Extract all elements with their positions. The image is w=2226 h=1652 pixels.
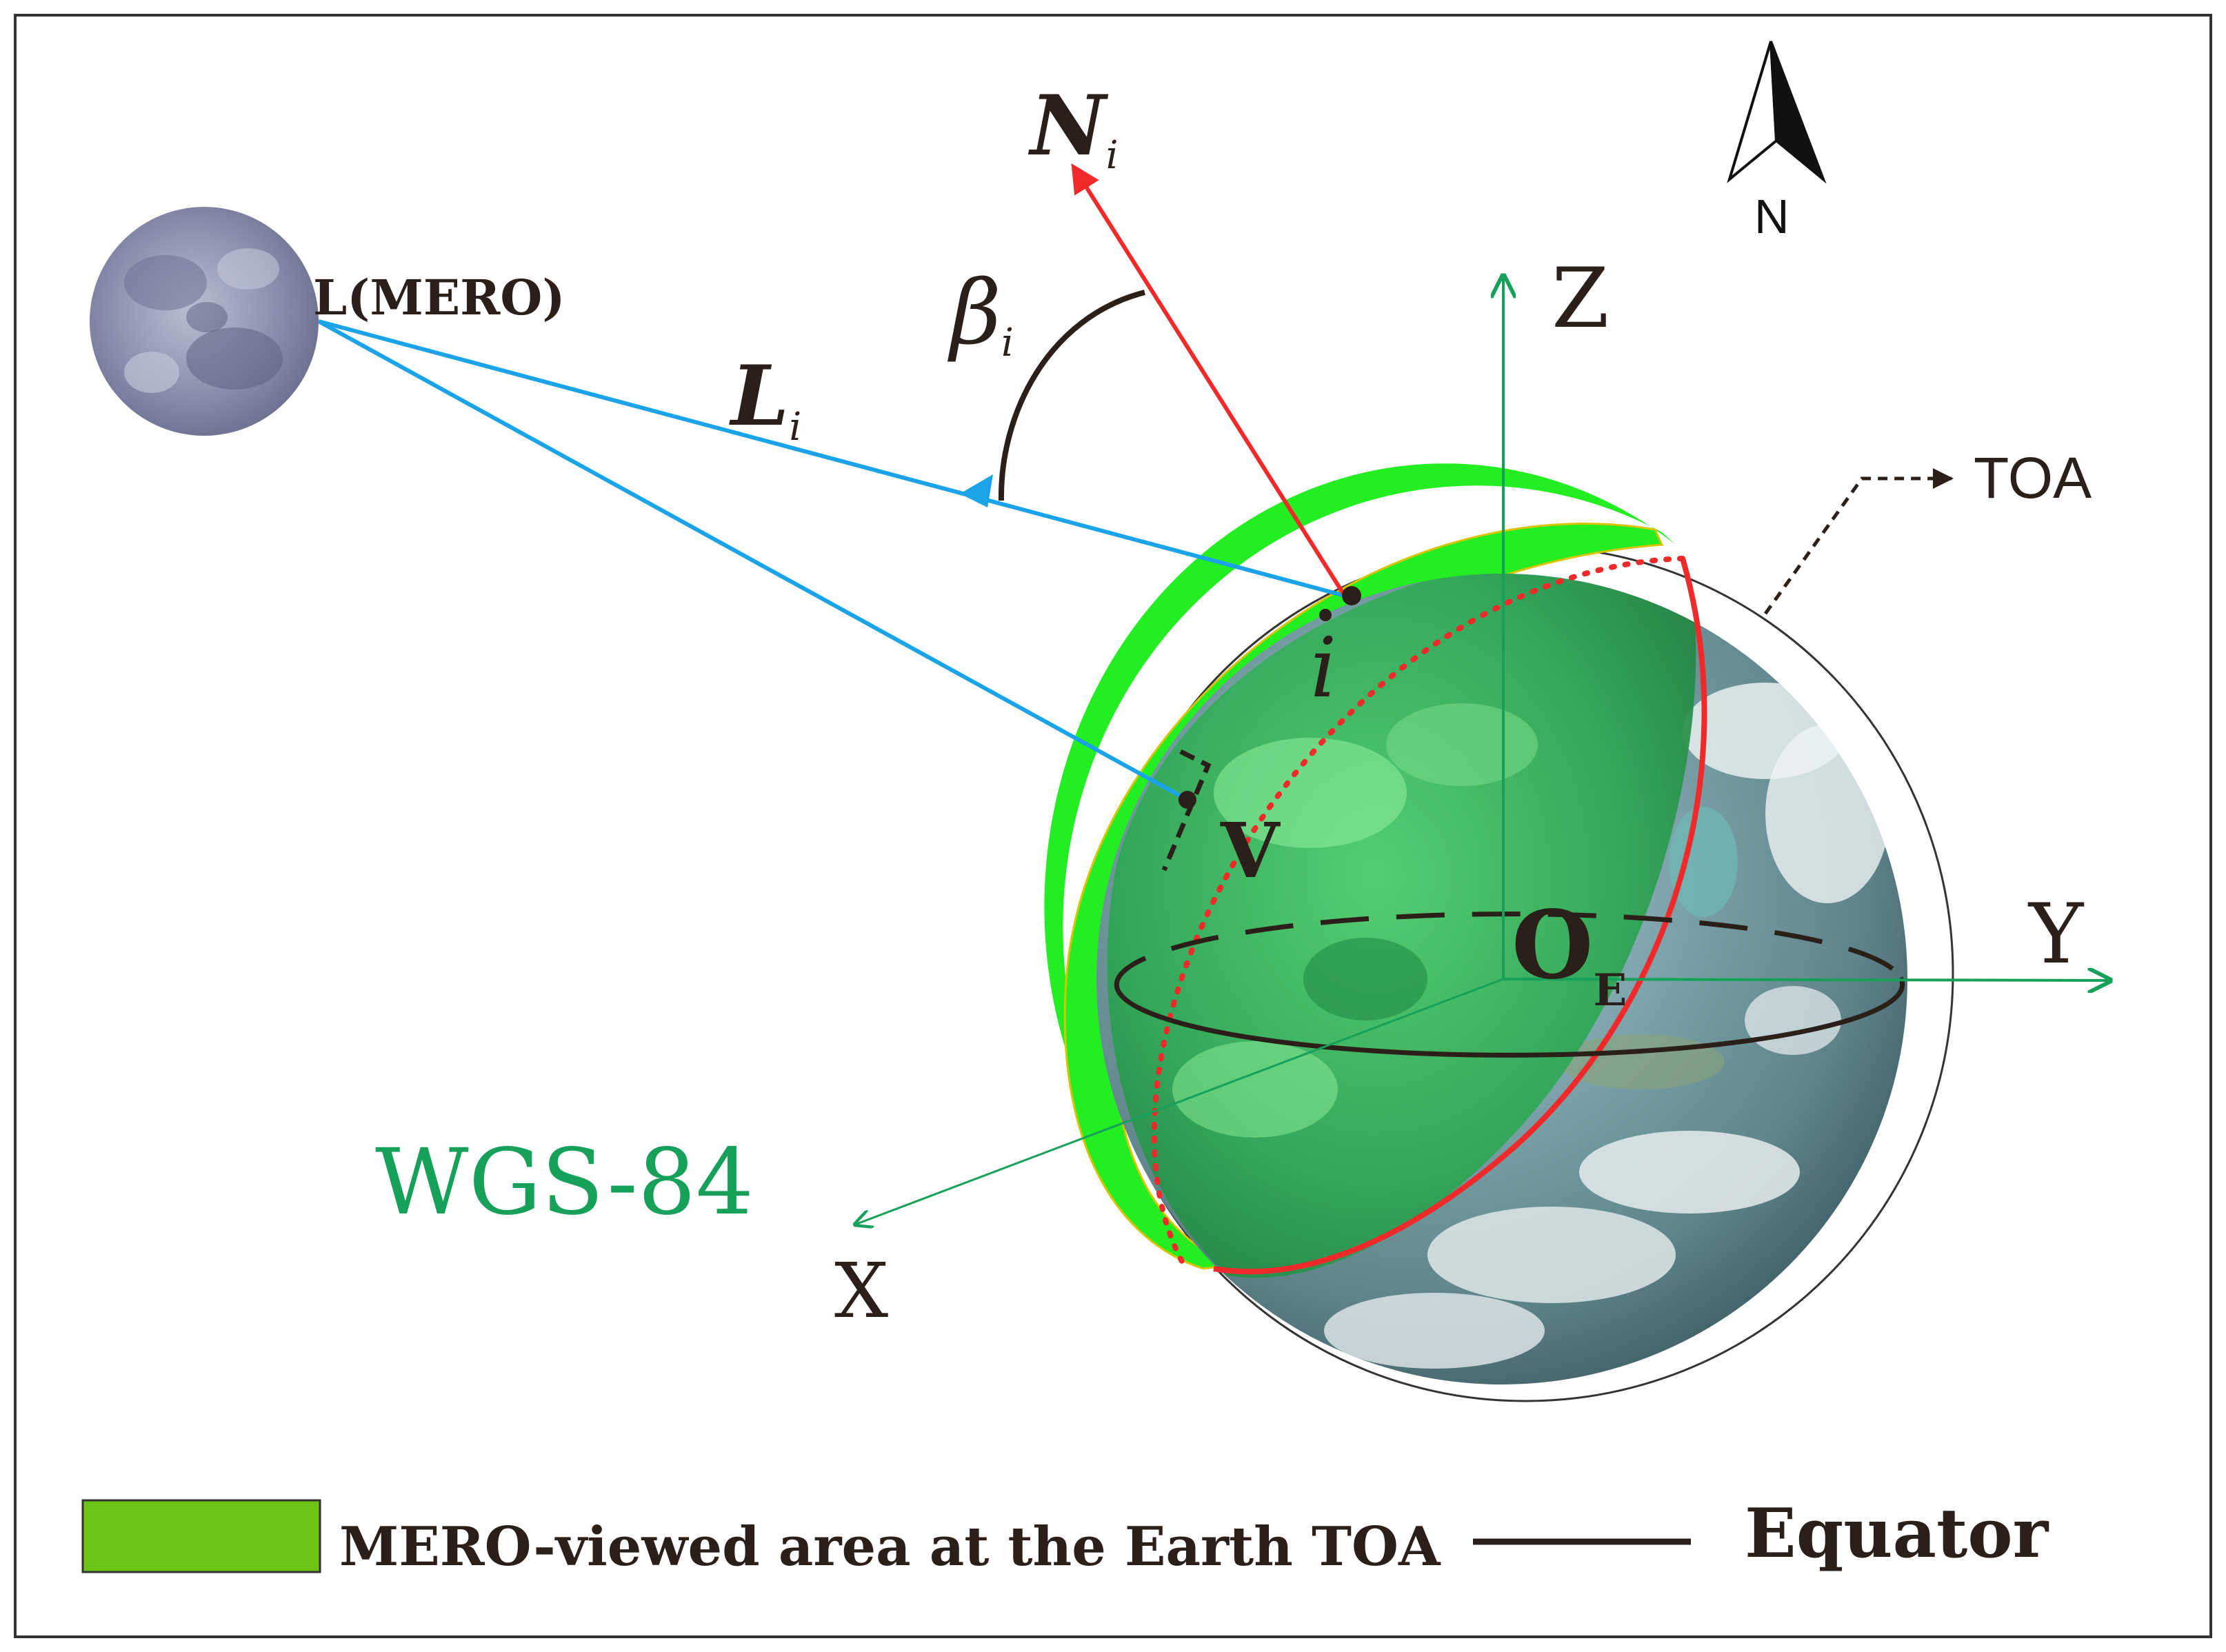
- north-arrow-icon: [1727, 41, 1827, 184]
- los-direction-arrow: [960, 474, 993, 507]
- frame-label: WGS-84: [375, 1129, 754, 1236]
- los-vector-label: Li: [729, 347, 801, 450]
- moon-label: L(MERO): [313, 269, 565, 326]
- v-tangent-marker: [1161, 749, 1212, 872]
- point-i-small-dot: [1319, 609, 1332, 621]
- legend-equator-label: Equator: [1745, 1494, 2049, 1573]
- los-line-to-i: [318, 319, 1345, 598]
- terminator-front: [1213, 557, 1707, 1275]
- toa-label: TOA: [1974, 445, 2092, 510]
- los-line-to-v: [317, 319, 1189, 802]
- point-i-dot: [1342, 586, 1361, 605]
- origin-label: OE: [1512, 890, 1627, 1016]
- figure-border: [14, 14, 2212, 1638]
- axis-z-label: Z: [1552, 251, 1609, 347]
- terminator-back: [1151, 556, 1685, 1271]
- x-axis: [855, 978, 1504, 1225]
- y-axis: [1503, 979, 2110, 980]
- legend-green-swatch: [81, 1499, 321, 1573]
- angle-label: βi: [947, 262, 1014, 365]
- angle-arc: [998, 290, 1145, 501]
- legend-green-label: MERO-viewed area at the Earth TOA: [339, 1515, 1441, 1578]
- north-label: N: [1754, 190, 1789, 243]
- normal-vector-label: Ni: [1027, 77, 1119, 178]
- toa-pointer: [1763, 468, 1954, 615]
- point-v-label: V: [1220, 806, 1281, 895]
- normal-vector: [1071, 163, 1347, 597]
- axis-x-label: X: [834, 1247, 888, 1335]
- equator-front: [1116, 976, 1905, 1058]
- point-i-label: i: [1310, 621, 1336, 716]
- moon-icon: [90, 207, 319, 436]
- axis-y-label: Y: [2027, 887, 2085, 983]
- point-v-dot: [1179, 791, 1196, 809]
